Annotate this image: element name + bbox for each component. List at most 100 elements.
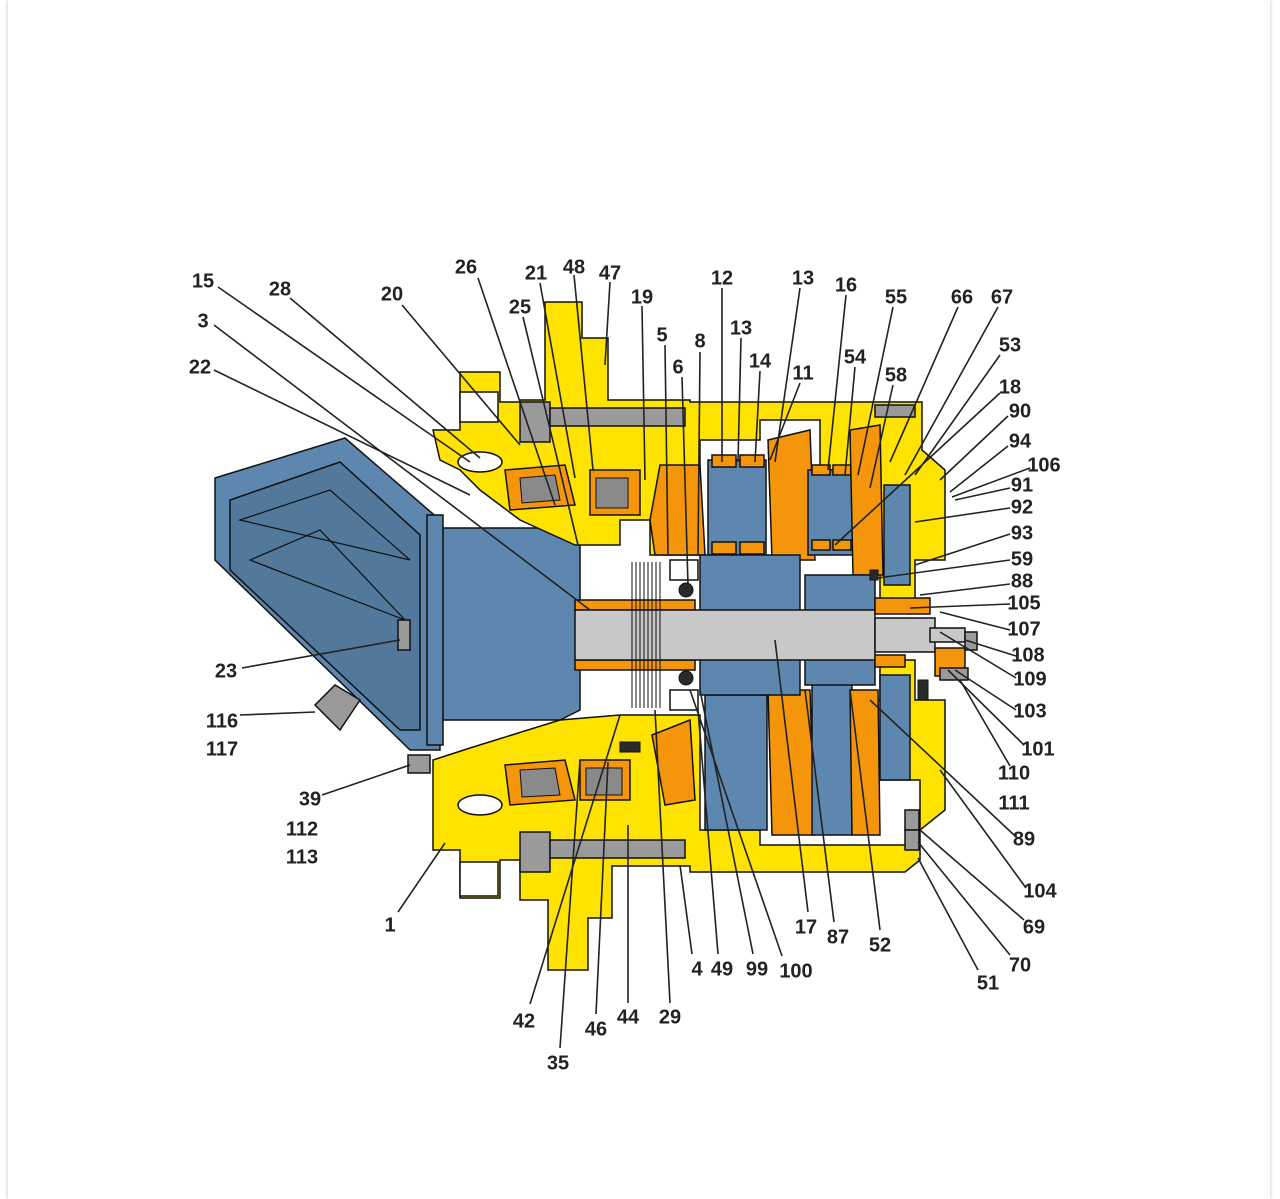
leader-line-51 — [917, 857, 979, 971]
callout-6: 6 — [672, 356, 683, 378]
leader-line-13 — [737, 337, 742, 463]
leader-line-48 — [573, 274, 594, 471]
port-fitting — [313, 684, 362, 732]
leader-line-105 — [909, 603, 1011, 609]
leader-line-17 — [774, 639, 809, 913]
leader-line-94 — [949, 445, 1009, 493]
leader-line-103 — [954, 669, 1017, 711]
callout-112: 112 — [286, 818, 318, 840]
callout-113: 113 — [286, 846, 318, 868]
leader-line-18 — [834, 392, 1001, 546]
leader-line-35 — [559, 759, 581, 1049]
leader-line-93 — [914, 533, 1011, 566]
leader-line-116 — [239, 711, 316, 716]
leader-line-39 — [321, 764, 411, 796]
leader-line-108 — [964, 639, 1017, 657]
callout-108: 108 — [1011, 644, 1044, 666]
callout-22: 22 — [189, 356, 211, 378]
leader-line-5 — [664, 344, 669, 556]
leader-line-67 — [904, 306, 999, 476]
leader-line-92 — [914, 507, 1011, 523]
callout-46: 46 — [585, 1018, 607, 1040]
leader-line-87 — [804, 689, 835, 923]
callout-14: 14 — [749, 350, 772, 372]
callout-26: 26 — [455, 256, 477, 278]
callout-58: 58 — [885, 364, 907, 386]
leader-line-54 — [844, 366, 856, 476]
callout-67: 67 — [991, 286, 1013, 308]
callout-3: 3 — [197, 310, 208, 332]
leader-line-106 — [951, 467, 1031, 498]
leader-line-4 — [679, 864, 693, 955]
leader-line-42 — [529, 714, 621, 1005]
leader-line-13 — [774, 287, 801, 463]
leader-line-110 — [959, 679, 1011, 767]
callout-1: 1 — [384, 914, 395, 936]
leader-line-109 — [939, 631, 1017, 679]
leader-line-58 — [869, 384, 894, 489]
housing — [432, 301, 946, 971]
callout-42: 42 — [513, 1010, 535, 1032]
leader-line-66 — [889, 306, 959, 463]
callout-94: 94 — [1009, 430, 1032, 452]
callout-110: 110 — [998, 762, 1030, 784]
callout-107: 107 — [1007, 618, 1040, 640]
callout-104: 104 — [1023, 880, 1057, 902]
leader-line-69 — [919, 829, 1025, 921]
callout-106: 106 — [1027, 454, 1060, 476]
callout-21: 21 — [525, 262, 547, 284]
leader-line-19 — [641, 305, 646, 481]
leader-line-11 — [769, 382, 801, 461]
hydraulic-motor — [214, 437, 581, 774]
callout-91: 91 — [1011, 474, 1033, 496]
callout-69: 69 — [1023, 916, 1045, 938]
bolt-39-head — [407, 754, 431, 774]
callout-11: 11 — [792, 362, 813, 384]
leader-line-59 — [877, 559, 1011, 579]
callout-111: 111 — [998, 792, 1029, 814]
bolts — [519, 401, 920, 873]
leader-line-107 — [939, 611, 1011, 631]
callout-5: 5 — [656, 324, 667, 346]
callout-15: 15 — [192, 270, 214, 292]
callout-92: 92 — [1011, 496, 1033, 518]
callout-70: 70 — [1009, 954, 1031, 976]
leader-line-90 — [939, 415, 1009, 481]
leader-line-104 — [939, 769, 1027, 889]
callout-4: 4 — [691, 958, 703, 980]
main-shaft — [574, 559, 978, 711]
leader-lines — [213, 274, 1031, 1049]
leader-line-53 — [914, 354, 1001, 476]
leader-line-3 — [213, 324, 591, 611]
callout-93: 93 — [1011, 522, 1033, 544]
callout-59: 59 — [1011, 548, 1033, 570]
motor-plug — [397, 619, 411, 651]
bearings — [504, 464, 641, 806]
leader-line-89 — [869, 699, 1015, 836]
callout-48: 48 — [563, 256, 585, 278]
callout-23: 23 — [215, 660, 237, 682]
leader-line-1 — [397, 842, 446, 913]
leader-line-14 — [754, 370, 761, 463]
callout-88: 88 — [1011, 570, 1033, 592]
leader-line-25 — [522, 316, 579, 546]
leader-line-55 — [857, 306, 894, 476]
leader-line-26 — [477, 277, 556, 506]
callout-117: 117 — [206, 738, 238, 760]
callout-101: 101 — [1021, 738, 1054, 760]
callout-18: 18 — [999, 376, 1021, 398]
leader-line-6 — [681, 376, 689, 586]
planetary-stages — [649, 424, 911, 836]
callout-52: 52 — [869, 934, 891, 956]
callout-87: 87 — [827, 926, 849, 948]
leader-line-49 — [697, 709, 719, 955]
callout-54: 54 — [844, 346, 867, 368]
leader-line-91 — [954, 487, 1011, 501]
callout-8: 8 — [694, 330, 705, 352]
leader-line-23 — [241, 639, 401, 669]
leader-line-28 — [289, 297, 481, 459]
callout-51: 51 — [977, 972, 999, 994]
callout-35: 35 — [547, 1052, 569, 1074]
